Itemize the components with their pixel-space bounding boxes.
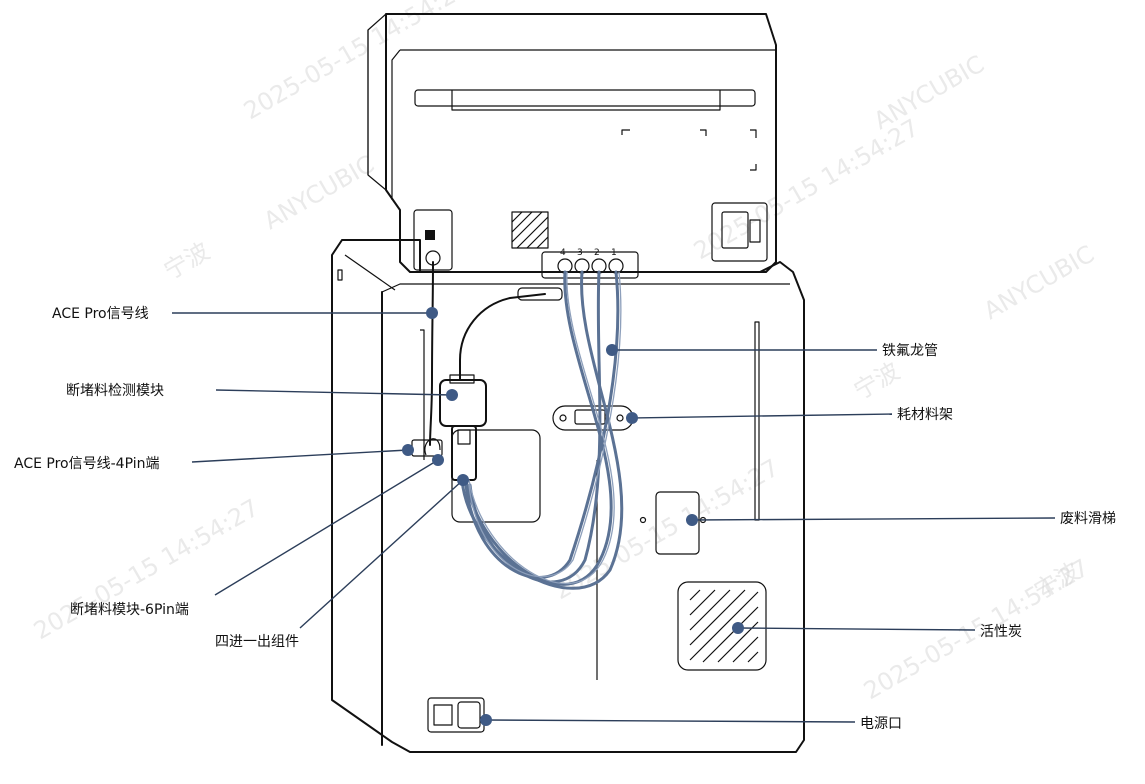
watermark-user: 宁波 bbox=[159, 237, 215, 285]
callout-dot-ptfe-tube bbox=[606, 344, 618, 356]
vent-grille-upper bbox=[511, 211, 549, 249]
watermark-timestamp: 2025-05-15 14:54:27 bbox=[29, 493, 264, 645]
label-power-port: 电源口 bbox=[860, 716, 902, 732]
watermark-user: 宁波 bbox=[849, 357, 905, 405]
power-socket bbox=[427, 697, 485, 733]
label-ace-signal-4pin: ACE Pro信号线-4Pin端 bbox=[14, 456, 159, 472]
carbon-filter bbox=[677, 581, 767, 671]
label-waste-chute: 废料滑梯 bbox=[1060, 510, 1116, 527]
port-number-3: 3 bbox=[577, 248, 583, 258]
callout-dot-clog-detect-module bbox=[446, 389, 458, 401]
clog-detection-module bbox=[439, 287, 563, 481]
label-ace-signal-cable: ACE Pro信号线 bbox=[52, 306, 149, 322]
callout-dot-ace-signal-4pin bbox=[402, 444, 414, 456]
tube-port-block bbox=[541, 251, 639, 279]
label-spool-holder: 耗材料架 bbox=[897, 407, 953, 423]
leaders bbox=[172, 307, 1056, 726]
callout-dot-activated-carbon bbox=[732, 622, 744, 634]
callout-dot-clog-module-6pin bbox=[432, 454, 444, 466]
labels: ACE Pro信号线 断堵料检测模块 ACE Pro信号线-4Pin端 断堵料模… bbox=[14, 306, 1116, 732]
label-clog-module-6pin: 断堵料模块-6Pin端 bbox=[70, 602, 189, 618]
callout-dot-waste-chute bbox=[686, 514, 698, 526]
watermark-timestamp: 2025-05-15 14:54:27 bbox=[689, 113, 924, 265]
watermark-brand: ANYCUBIC bbox=[869, 50, 989, 135]
label-ptfe-tube: 铁氟龙管 bbox=[882, 343, 938, 359]
callout-dot-spool-holder bbox=[626, 412, 638, 424]
label-activated-carbon: 活性炭 bbox=[980, 624, 1022, 640]
callout-dot-ace-signal-cable bbox=[426, 307, 438, 319]
watermark-brand: ANYCUBIC bbox=[979, 240, 1099, 325]
callout-dot-four-in-one-out bbox=[457, 474, 469, 486]
label-four-in-one-out: 四进一出组件 bbox=[215, 634, 299, 650]
ace-signal-cable bbox=[411, 261, 443, 457]
callout-dot-power-port bbox=[480, 714, 492, 726]
port-number-1: 1 bbox=[611, 248, 617, 258]
port-number-4: 4 bbox=[560, 248, 566, 258]
label-clog-detect-module: 断堵料检测模块 bbox=[66, 383, 164, 399]
port-number-2: 2 bbox=[594, 248, 600, 258]
watermark-brand: ANYCUBIC bbox=[259, 150, 379, 235]
